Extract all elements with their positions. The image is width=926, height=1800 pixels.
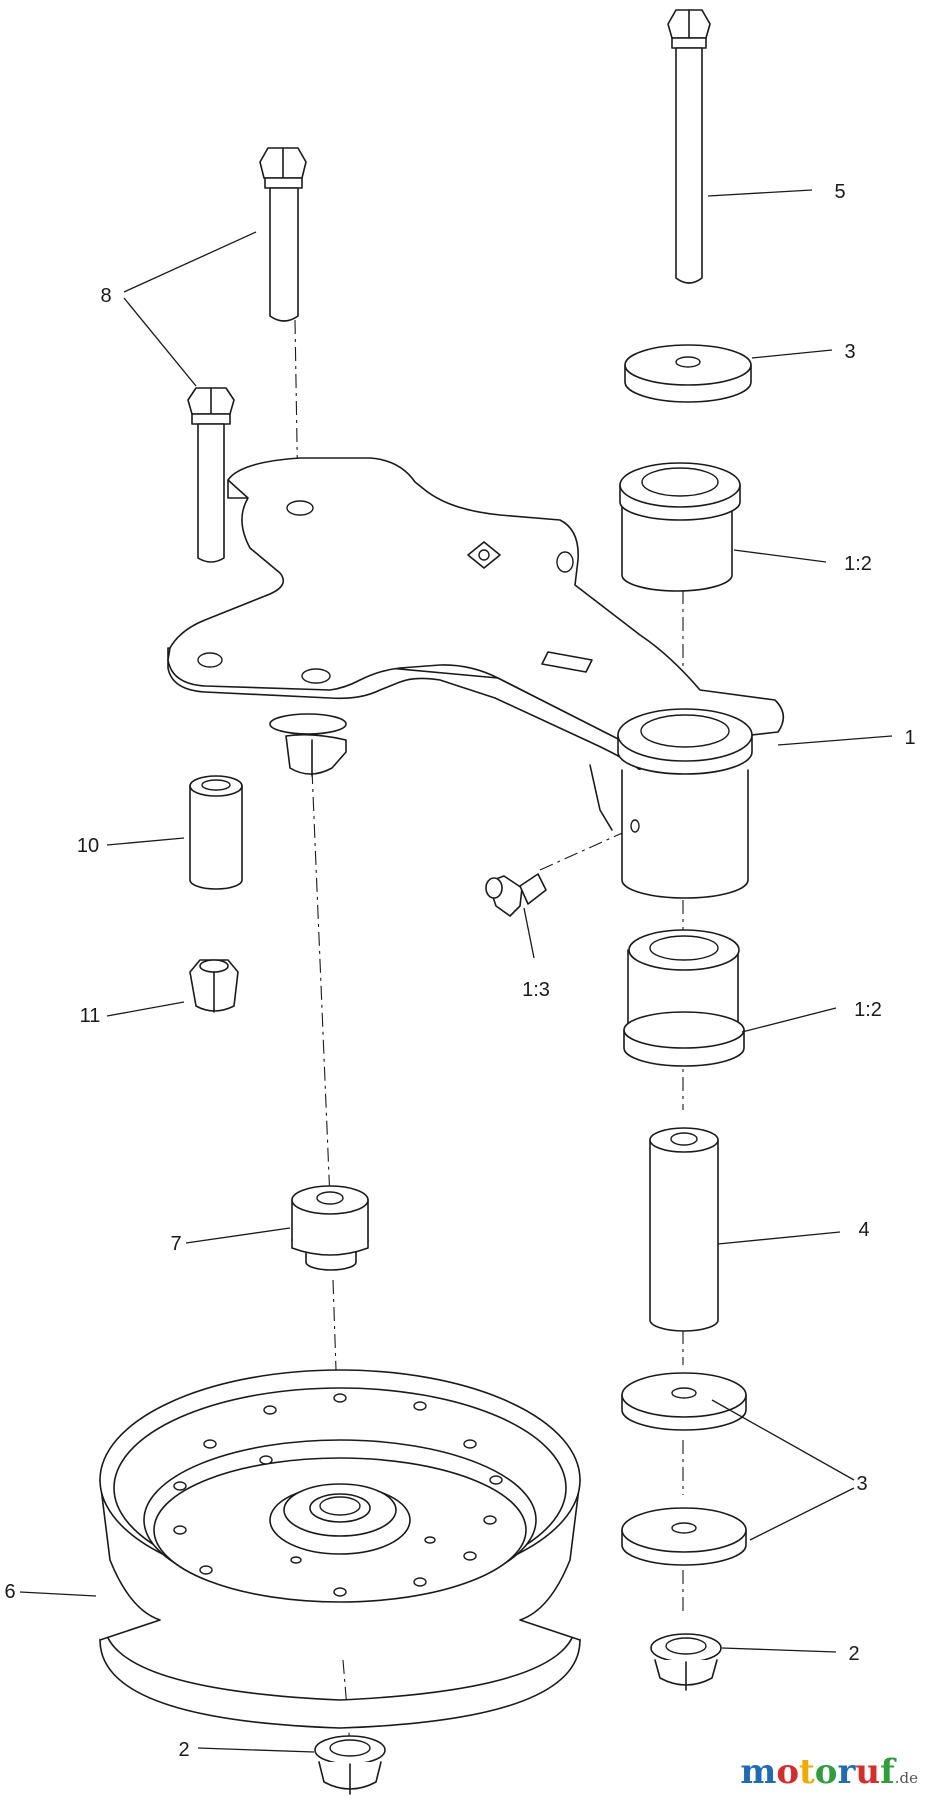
watermark-logo: motoruf.de [740,1752,918,1792]
callout-1-2-lower: 1:2 [854,999,882,1021]
callout-2-bottom: 2 [178,1739,189,1761]
callout-7: 7 [170,1233,181,1255]
bushing-lower-1-2 [623,929,745,1067]
pulley-6 [99,1369,581,1729]
watermark-letter: u [855,1752,881,1792]
idler-arm-boss-1 [589,708,753,899]
grease-fitting-1-3 [485,873,547,917]
washer-top-3 [624,344,752,403]
washer-lower-b-3 [621,1507,747,1566]
callout-1-2-upper: 1:2 [844,553,872,575]
callout-4: 4 [858,1219,869,1241]
callout-2-right: 2 [848,1643,859,1665]
idler-arm-1 [167,457,785,771]
washer-lower-a-3 [621,1372,747,1431]
stepped-spacer-7 [291,1185,369,1271]
callout-10: 10 [77,835,99,857]
callout-5: 5 [834,181,845,203]
flange-nut-bottom-2 [314,1735,386,1795]
spacer-10 [189,775,243,890]
bolt-lower-8 [187,387,235,563]
callout-11: 11 [80,1005,101,1027]
bushing-upper-1-2 [619,462,741,592]
arm-nut [269,713,347,777]
watermark-letter: o [814,1752,838,1792]
nut-11 [189,959,239,1013]
spacer-shaft-4 [649,1127,719,1332]
watermark-letter: o [776,1752,800,1792]
callout-labels: 5 3 1:2 1 8 10 1:3 1:2 11 4 7 3 6 2 2 [4,181,915,1761]
callout-3-lower: 3 [856,1473,867,1495]
callout-1-3: 1:3 [522,979,550,1001]
watermark-letter: t [799,1752,815,1792]
watermark-suffix: .de [894,1769,918,1787]
watermark-letter: f [880,1752,895,1792]
callout-8: 8 [100,285,111,307]
callout-1: 1 [904,727,915,749]
flange-nut-right-2 [650,1633,722,1691]
bolt-upper-8 [259,147,307,322]
watermark-letter: r [837,1752,856,1792]
watermark-letter: m [740,1752,777,1792]
callout-6: 6 [4,1581,15,1603]
bolt-long-5 [667,9,711,284]
leader-lines [19,189,893,1753]
callout-3-top: 3 [844,341,855,363]
